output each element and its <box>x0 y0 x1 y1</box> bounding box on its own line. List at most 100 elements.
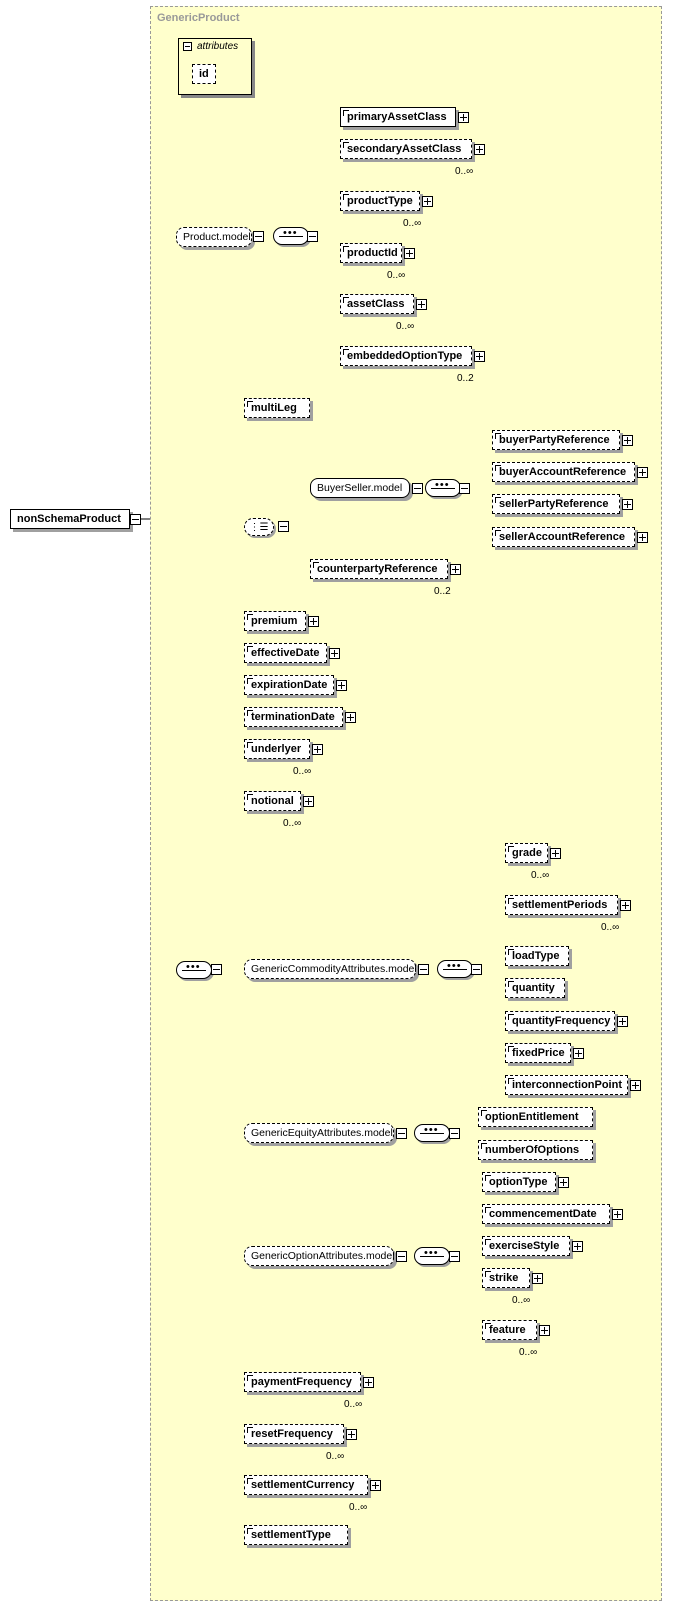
element-counterparty-reference[interactable]: counterpartyReference <box>310 559 448 579</box>
element-product-id[interactable]: productId <box>340 243 402 263</box>
element-embedded-option-type[interactable]: embeddedOptionType <box>340 346 472 366</box>
multiplicity: 0..∞ <box>283 818 302 829</box>
equity-collapse-icon[interactable] <box>396 1128 407 1139</box>
element-exercise-style[interactable]: exerciseStyle <box>482 1236 570 1256</box>
element-reset-frequency[interactable]: resetFrequency <box>244 1424 344 1444</box>
element-underlyer[interactable]: underlyer <box>244 739 310 759</box>
element-primary-asset-class[interactable]: primaryAssetClass <box>340 107 456 127</box>
buyer-seller-sequence-collapse-icon[interactable] <box>459 483 470 494</box>
multiplicity: 0..∞ <box>512 1295 531 1306</box>
expand-icon[interactable] <box>345 712 356 723</box>
expand-icon[interactable] <box>474 351 485 362</box>
buyer-seller-model-group[interactable]: BuyerSeller.model <box>310 478 410 498</box>
expand-icon[interactable] <box>303 796 314 807</box>
product-model-label: Product.model <box>183 231 251 243</box>
element-secondary-asset-class[interactable]: secondaryAssetClass <box>340 139 472 159</box>
expand-icon[interactable] <box>550 848 561 859</box>
expand-icon[interactable] <box>474 144 485 155</box>
element-grade[interactable]: grade <box>505 843 548 863</box>
element-label: commencementDate <box>489 1208 597 1220</box>
element-product-type[interactable]: productType <box>340 191 420 211</box>
root-collapse-icon[interactable] <box>130 514 141 525</box>
expand-icon[interactable] <box>450 564 461 575</box>
expand-icon[interactable] <box>573 1048 584 1059</box>
choice-collapse-icon[interactable] <box>278 521 289 532</box>
element-option-entitlement[interactable]: optionEntitlement <box>478 1107 593 1127</box>
element-payment-frequency[interactable]: paymentFrequency <box>244 1372 361 1392</box>
expand-icon[interactable] <box>620 900 631 911</box>
expand-icon[interactable] <box>637 532 648 543</box>
expand-icon[interactable] <box>539 1325 550 1336</box>
element-fixed-price[interactable]: fixedPrice <box>505 1043 571 1063</box>
attributes-collapse-icon[interactable] <box>183 42 192 51</box>
expand-icon[interactable] <box>617 1016 628 1027</box>
element-seller-party-reference[interactable]: sellerPartyReference <box>492 494 620 514</box>
option-model-group[interactable]: GenericOptionAttributes.model <box>244 1246 395 1266</box>
element-label: notional <box>251 795 294 807</box>
element-notional[interactable]: notional <box>244 791 301 811</box>
element-quantity[interactable]: quantity <box>505 978 565 998</box>
expand-icon[interactable] <box>404 248 415 259</box>
element-feature[interactable]: feature <box>482 1320 537 1340</box>
commodity-sequence-collapse-icon[interactable] <box>471 964 482 975</box>
element-commencement-date[interactable]: commencementDate <box>482 1204 610 1224</box>
element-settlement-periods[interactable]: settlementPeriods <box>505 895 618 915</box>
expand-icon[interactable] <box>312 744 323 755</box>
equity-sequence-collapse-icon[interactable] <box>449 1128 460 1139</box>
commodity-model-group[interactable]: GenericCommodityAttributes.model <box>244 959 417 979</box>
main-sequence-collapse-icon[interactable] <box>211 964 222 975</box>
element-buyer-party-reference[interactable]: buyerPartyReference <box>492 430 620 450</box>
expand-icon[interactable] <box>458 112 469 123</box>
expand-icon[interactable] <box>622 499 633 510</box>
element-label: optionType <box>489 1176 548 1188</box>
product-model-sequence-icon <box>273 227 309 245</box>
equity-sequence-icon <box>414 1124 450 1142</box>
element-settlement-currency[interactable]: settlementCurrency <box>244 1475 368 1495</box>
element-quantity-frequency[interactable]: quantityFrequency <box>505 1011 615 1031</box>
element-label: settlementPeriods <box>512 899 608 911</box>
product-model-collapse-icon[interactable] <box>253 231 264 242</box>
root-element[interactable]: nonSchemaProduct <box>10 509 130 529</box>
expand-icon[interactable] <box>363 1377 374 1388</box>
element-premium[interactable]: premium <box>244 611 306 631</box>
option-sequence-collapse-icon[interactable] <box>449 1251 460 1262</box>
expand-icon[interactable] <box>532 1273 543 1284</box>
expand-icon[interactable] <box>558 1177 569 1188</box>
element-buyer-account-reference[interactable]: buyerAccountReference <box>492 462 635 482</box>
element-interconnection-point[interactable]: interconnectionPoint <box>505 1075 628 1095</box>
element-load-type[interactable]: loadType <box>505 946 569 966</box>
expand-icon[interactable] <box>336 680 347 691</box>
expand-icon[interactable] <box>370 1480 381 1491</box>
option-collapse-icon[interactable] <box>396 1251 407 1262</box>
expand-icon[interactable] <box>416 299 427 310</box>
element-label: expirationDate <box>251 679 328 691</box>
expand-icon[interactable] <box>572 1241 583 1252</box>
attribute-id[interactable]: id <box>192 64 216 84</box>
element-termination-date[interactable]: terminationDate <box>244 707 343 727</box>
expand-icon[interactable] <box>329 648 340 659</box>
product-model-group[interactable]: Product.model <box>176 227 252 247</box>
expand-icon[interactable] <box>622 435 633 446</box>
buyer-seller-collapse-icon[interactable] <box>412 483 423 494</box>
element-strike[interactable]: strike <box>482 1268 530 1288</box>
element-settlement-type[interactable]: settlementType <box>244 1525 348 1545</box>
element-multi-leg[interactable]: multiLeg <box>244 398 310 418</box>
element-number-of-options[interactable]: numberOfOptions <box>478 1140 593 1160</box>
expand-icon[interactable] <box>637 467 648 478</box>
commodity-collapse-icon[interactable] <box>418 964 429 975</box>
equity-model-group[interactable]: GenericEquityAttributes.model <box>244 1123 394 1143</box>
expand-icon[interactable] <box>422 196 433 207</box>
element-asset-class[interactable]: assetClass <box>340 294 414 314</box>
expand-icon[interactable] <box>630 1080 641 1091</box>
element-expiration-date[interactable]: expirationDate <box>244 675 334 695</box>
product-model-sequence-collapse-icon[interactable] <box>307 231 318 242</box>
element-effective-date[interactable]: effectiveDate <box>244 643 327 663</box>
expand-icon[interactable] <box>308 616 319 627</box>
element-seller-account-reference[interactable]: sellerAccountReference <box>492 527 635 547</box>
element-label: premium <box>251 615 298 627</box>
expand-icon[interactable] <box>346 1429 357 1440</box>
element-option-type[interactable]: optionType <box>482 1172 556 1192</box>
element-label: primaryAssetClass <box>347 111 447 123</box>
expand-icon[interactable] <box>612 1209 623 1220</box>
multiplicity: 0..∞ <box>387 270 406 281</box>
